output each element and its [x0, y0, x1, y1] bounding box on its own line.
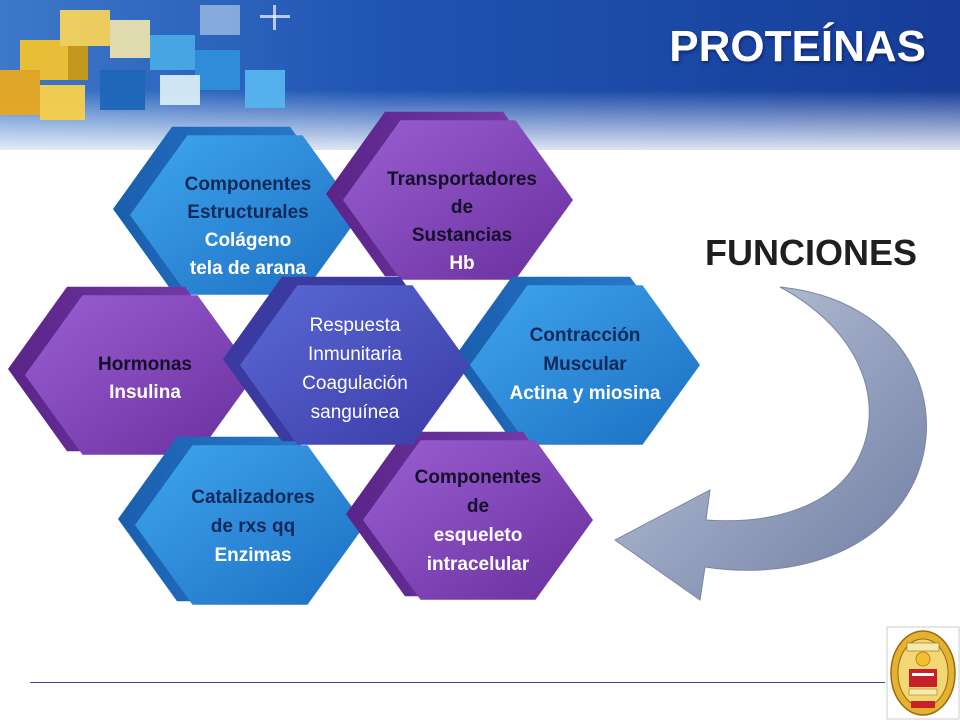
slide-title: PROTEÍNAS	[669, 22, 926, 71]
footer-divider	[30, 682, 885, 683]
hexagon-text-esqueleto-1: de	[467, 496, 489, 517]
hexagon-text-estructurales-2: Colágeno	[205, 230, 292, 251]
hexagon-text-estructurales-0: Componentes	[185, 174, 312, 195]
hexagon-face-hormonas	[25, 295, 255, 455]
hexagon-face-transportadores	[343, 120, 573, 280]
hexagon-text-esqueleto-2: esqueleto	[434, 525, 523, 546]
hexagon-text-transportadores-3: Hb	[449, 253, 474, 274]
hexagon-text-contraccion-2: Actina y miosina	[510, 383, 661, 404]
hexagon-text-catalizadores-2: Enzimas	[214, 545, 291, 566]
hexagon-face-esqueleto	[363, 440, 593, 600]
hexagon-text-inmunitaria-0: Respuesta	[310, 315, 401, 336]
hexagon-text-inmunitaria-3: sanguínea	[311, 402, 400, 423]
cycle-arrow-icon	[614, 286, 927, 601]
decorative-cubes	[0, 5, 290, 120]
hexagon-face-catalizadores	[135, 445, 365, 605]
hexagon-face-inmunitaria	[240, 285, 470, 445]
hexagon-text-transportadores-2: Sustancias	[412, 225, 512, 246]
hexagon-text-hormonas-0: Hormonas	[98, 354, 192, 375]
function-hexagon-esqueleto: Componentes de esqueleto intracelular	[346, 431, 593, 600]
function-hexagon-catalizadores: Catalizadores de rxs qq Enzimas	[118, 436, 365, 605]
hexagon-face-contraccion	[470, 285, 700, 445]
hexagon-text-inmunitaria-1: Inmunitaria	[308, 344, 402, 365]
hexagon-text-catalizadores-1: de rxs qq	[211, 516, 295, 537]
hexagon-text-contraccion-1: Muscular	[543, 354, 627, 375]
hexagon-text-hormonas-1: Insulina	[109, 382, 181, 403]
hexagon-text-catalizadores-0: Catalizadores	[191, 487, 315, 508]
hexagon-text-inmunitaria-2: Coagulación	[302, 373, 408, 394]
hexagon-text-transportadores-1: de	[451, 197, 473, 218]
hexagon-text-estructurales-1: Estructurales	[187, 202, 308, 223]
hexagon-text-esqueleto-3: intracelular	[427, 554, 530, 575]
hexagon-text-estructurales-3: tela de arana	[190, 258, 307, 279]
hexagon-text-esqueleto-0: Componentes	[415, 467, 542, 488]
hexagon-text-transportadores-0: Transportadores	[387, 169, 537, 190]
hexagon-face-estructurales	[130, 135, 360, 295]
functions-heading: FUNCIONES	[705, 232, 918, 273]
hexagon-text-contraccion-0: Contracción	[530, 325, 641, 346]
university-seal-icon	[886, 626, 960, 720]
